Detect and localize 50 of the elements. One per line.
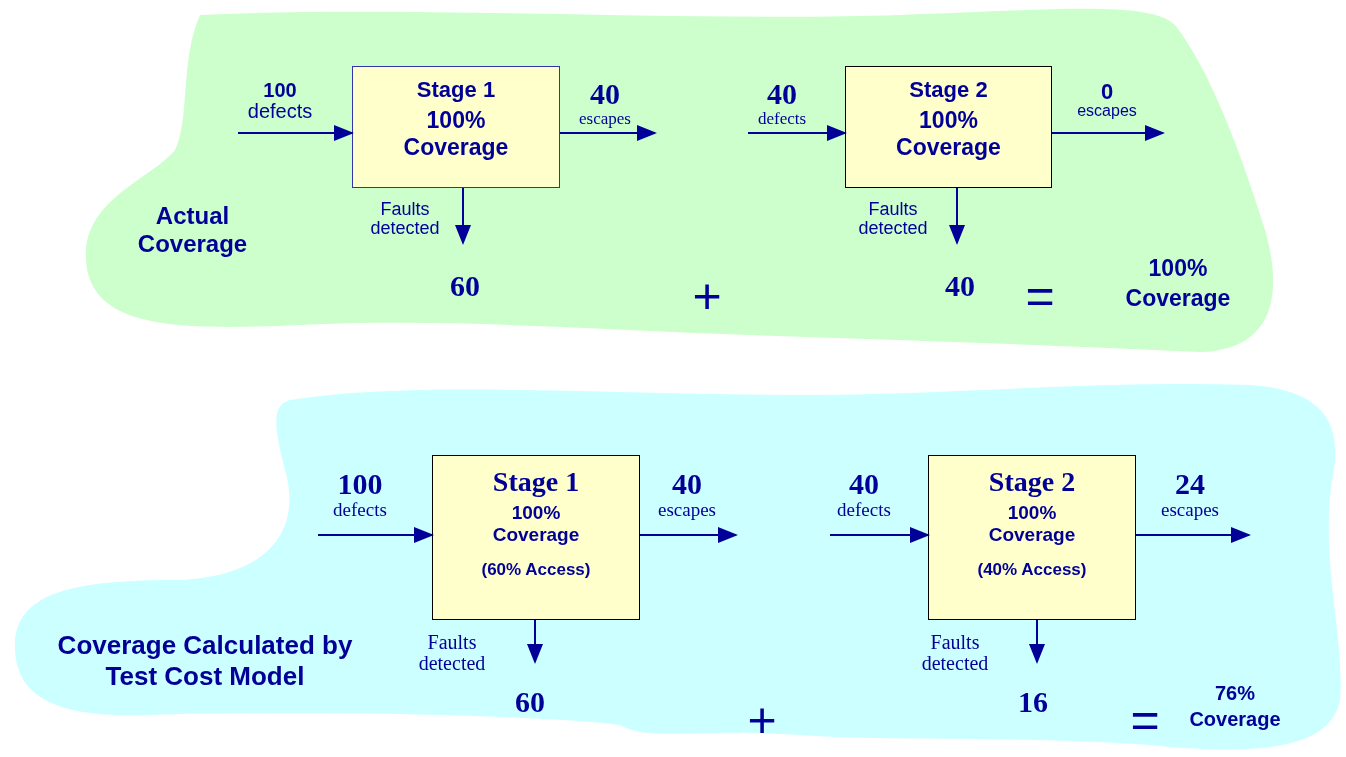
stage-box	[352, 66, 560, 188]
equals-sign: =	[1025, 267, 1055, 325]
stage-name: Stage 1	[416, 77, 496, 103]
coverage-text: 100% Coverage	[987, 502, 1077, 546]
edge-label: Faults detected	[369, 200, 441, 238]
arrow	[949, 187, 965, 245]
stage-name: Stage 2	[988, 466, 1076, 498]
stage-box	[928, 455, 1136, 620]
stage-box	[432, 455, 640, 620]
plus-sign: +	[692, 267, 722, 325]
edge-label: Faults detected	[417, 632, 487, 674]
edge-label: 100 defects	[247, 80, 313, 122]
access-text: (60% Access)	[481, 560, 591, 580]
count-value: 40	[945, 269, 975, 303]
edge-label: 40 defects	[757, 78, 807, 128]
stage-box	[845, 66, 1052, 188]
arrow	[829, 527, 930, 543]
arrow	[237, 125, 354, 141]
equals-sign: =	[1130, 691, 1160, 749]
coverage-text: 100% Coverage	[491, 502, 581, 546]
coverage-text: 100% Coverage	[895, 107, 1002, 161]
count-value: 60	[515, 685, 545, 719]
arrow	[639, 527, 738, 543]
region-title: Coverage Calculated by Test Cost Model	[56, 630, 354, 692]
result-text: 100% Coverage	[1124, 254, 1232, 313]
region-title: Actual Coverage	[136, 202, 249, 258]
edge-label: 40 escapes	[658, 468, 716, 520]
coverage-text: 100% Coverage	[402, 107, 510, 161]
arrow	[527, 619, 543, 664]
count-value: 16	[1018, 685, 1048, 719]
arrow	[1029, 619, 1045, 664]
arrow	[317, 527, 434, 543]
stage-name: Stage 2	[909, 77, 988, 103]
arrow	[1051, 125, 1165, 141]
edge-label: 0 escapes	[1077, 80, 1137, 120]
edge-label: 40 escapes	[579, 78, 631, 128]
edge-label: Faults detected	[920, 632, 990, 674]
count-value: 60	[450, 269, 480, 303]
stage-name: Stage 1	[492, 466, 580, 498]
arrow	[455, 187, 471, 245]
result-text: 76% Coverage	[1188, 681, 1282, 732]
arrow	[747, 125, 847, 141]
arrow	[559, 125, 657, 141]
edge-label: 24 escapes	[1161, 468, 1219, 520]
edge-label: 40 defects	[837, 468, 891, 520]
edge-label: 100 defects	[333, 468, 387, 520]
access-text: (40% Access)	[977, 560, 1087, 580]
arrow	[1135, 527, 1251, 543]
plus-sign: +	[747, 691, 777, 749]
edge-label: Faults detected	[857, 200, 929, 238]
